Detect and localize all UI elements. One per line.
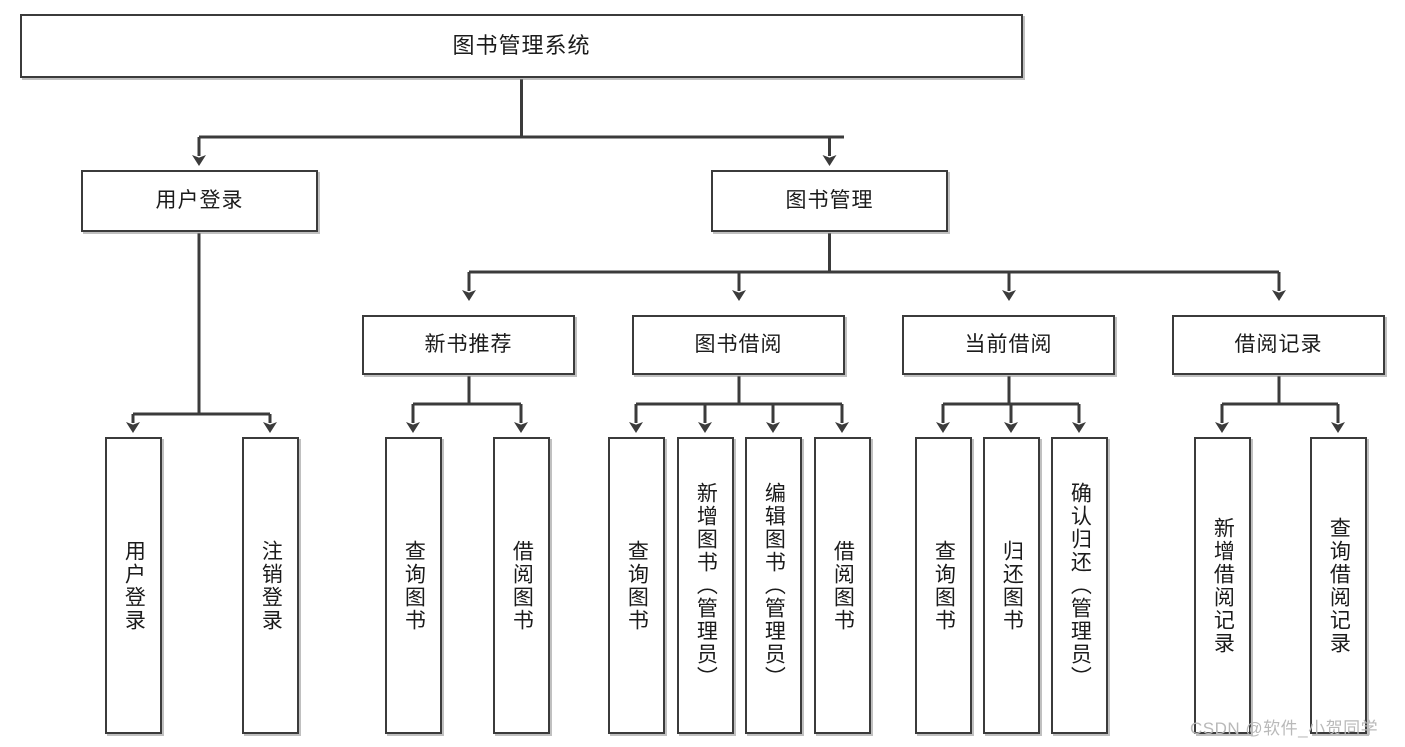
node-leaf-borrow-book-1[interactable]: 借阅图书 xyxy=(493,437,550,734)
node-leaf-query-record[interactable]: 查询借阅记录 xyxy=(1310,437,1367,734)
leaf-label: 新增借阅记录 xyxy=(1211,516,1235,655)
node-borrow-record[interactable]: 借阅记录 xyxy=(1172,315,1385,375)
leaf-label: 新增图书（管理员） xyxy=(694,482,718,689)
leaf-label: 借阅图书 xyxy=(831,539,855,632)
node-leaf-user-login[interactable]: 用户登录 xyxy=(105,437,162,734)
node-book-management[interactable]: 图书管理 xyxy=(711,170,948,232)
leaf-label: 查询图书 xyxy=(625,539,649,632)
csdn-watermark: CSDN @软件_小贺同学 xyxy=(1190,719,1379,738)
leaf-label: 查询借阅记录 xyxy=(1327,516,1351,655)
leaf-label: 借阅图书 xyxy=(510,539,534,632)
node-leaf-add-record[interactable]: 新增借阅记录 xyxy=(1194,437,1251,734)
leaf-label: 编辑图书（管理员） xyxy=(762,482,786,689)
node-leaf-edit-book[interactable]: 编辑图书（管理员） xyxy=(745,437,802,734)
node-leaf-return-book[interactable]: 归还图书 xyxy=(983,437,1040,734)
node-user-login[interactable]: 用户登录 xyxy=(81,170,318,232)
leaf-label: 归还图书 xyxy=(1000,539,1024,632)
node-leaf-query-book-1[interactable]: 查询图书 xyxy=(385,437,442,734)
node-leaf-add-book[interactable]: 新增图书（管理员） xyxy=(677,437,734,734)
node-root[interactable]: 图书管理系统 xyxy=(20,14,1023,78)
leaf-label: 用户登录 xyxy=(122,539,146,632)
node-leaf-confirm-return[interactable]: 确认归还（管理员） xyxy=(1051,437,1108,734)
leaf-label: 查询图书 xyxy=(932,539,956,632)
leaf-label: 注销登录 xyxy=(259,539,283,632)
node-current-borrow[interactable]: 当前借阅 xyxy=(902,315,1115,375)
leaf-label: 确认归还（管理员） xyxy=(1068,482,1092,689)
node-leaf-query-book-3[interactable]: 查询图书 xyxy=(915,437,972,734)
node-book-borrow[interactable]: 图书借阅 xyxy=(632,315,845,375)
node-leaf-query-book-2[interactable]: 查询图书 xyxy=(608,437,665,734)
node-leaf-logout-login[interactable]: 注销登录 xyxy=(242,437,299,734)
leaf-label: 查询图书 xyxy=(402,539,426,632)
node-leaf-borrow-book-2[interactable]: 借阅图书 xyxy=(814,437,871,734)
node-new-book-recommend[interactable]: 新书推荐 xyxy=(362,315,575,375)
